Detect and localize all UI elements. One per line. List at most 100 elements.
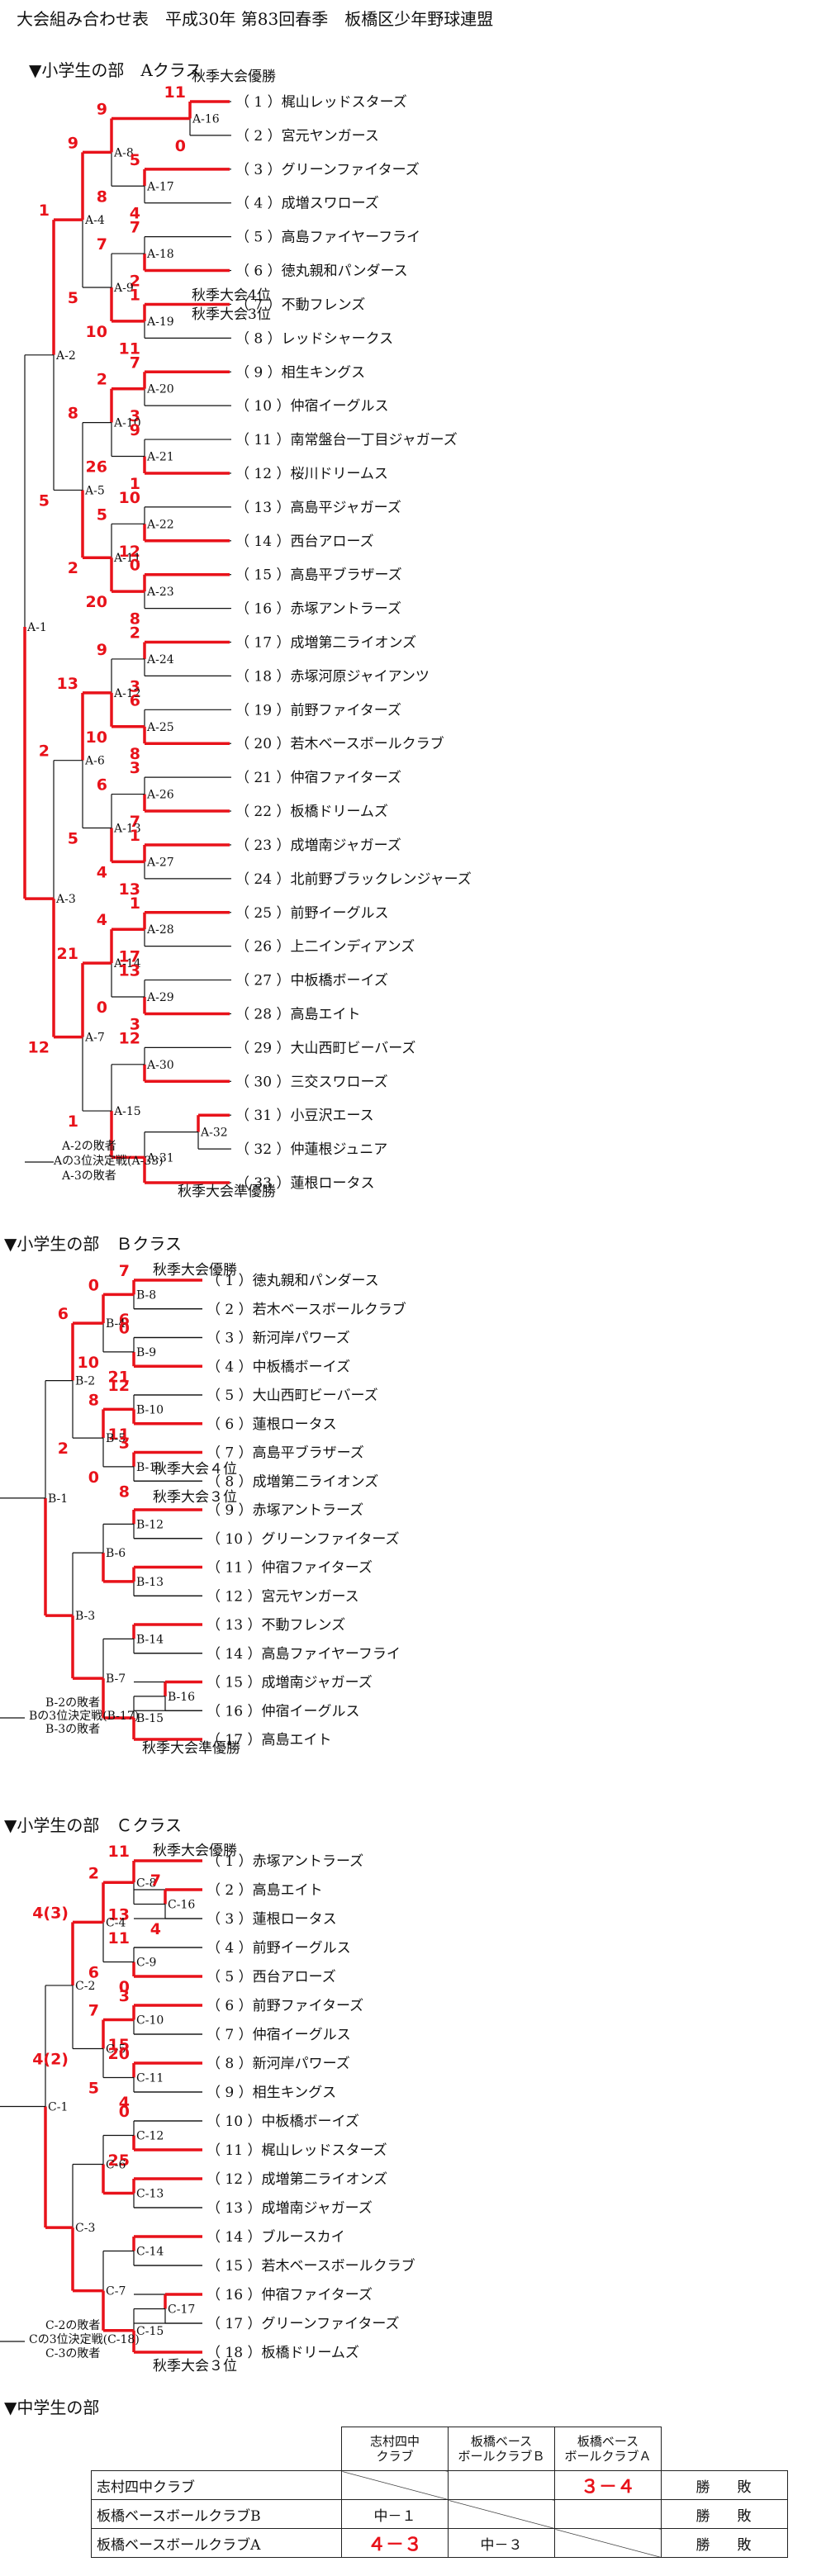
match-code: B-10 — [136, 1403, 164, 1416]
team-label: （ 4 ）中板橋ボーイズ — [206, 1359, 350, 1375]
team-label: （ 7 ）高島平ブラザーズ — [206, 1445, 364, 1462]
match-code: B-16 — [168, 1691, 195, 1704]
score-label: 0 — [119, 1320, 130, 1338]
team-label: （ 1 ）梶山レッドスターズ — [235, 94, 407, 111]
score-label: 5 — [88, 2080, 99, 2098]
team-label: （ 14 ）高島ファイヤーフライ — [206, 1646, 401, 1663]
score-label: 6 — [58, 1305, 69, 1323]
match-code: A-16 — [192, 112, 220, 126]
match-code: A-25 — [146, 721, 174, 734]
match-code: A-31 — [146, 1151, 174, 1165]
team-label: （ 18 ）板橋ドリームズ — [206, 2345, 359, 2361]
score-label: 12 — [28, 1039, 50, 1057]
score-label: 21 — [108, 1368, 130, 1386]
score-label: 1 — [130, 286, 140, 304]
score-label: 17 — [119, 948, 140, 966]
team-label: （ 20 ）若木ベースボールクラブ — [235, 735, 444, 752]
match-code: A-26 — [146, 789, 174, 802]
score-label: 11 — [108, 1929, 130, 1947]
team-label: （ 12 ）成増第二ライオンズ — [206, 2171, 387, 2188]
team-name: 板橋ベースボールクラブA — [91, 2528, 342, 2558]
match-code: C-17 — [168, 2303, 195, 2317]
win-loss: 勝敗 — [661, 2528, 788, 2558]
match-code: B-14 — [136, 1633, 164, 1646]
score-label: 7 — [119, 1262, 130, 1280]
score-label: 7 — [130, 353, 140, 372]
team-label: （ 12 ）宮元ヤンガース — [206, 1588, 359, 1605]
score-label: 8 — [130, 610, 140, 629]
score-label: 11 — [119, 339, 140, 358]
score-label: 20 — [86, 593, 107, 611]
result-cell: ４－３ — [341, 2528, 449, 2558]
score-label: 7 — [97, 235, 107, 254]
team-label: （ 21 ）仲宿ファイターズ — [235, 770, 401, 786]
score-label: 3 — [119, 1435, 130, 1453]
award-note: 秋季大会優勝 — [192, 69, 276, 85]
match-code: B-8 — [136, 1288, 156, 1302]
score-label: 0 — [97, 999, 107, 1017]
team-label: （ 31 ）小豆沢エース — [235, 1108, 374, 1124]
score-label: 3 — [130, 677, 140, 695]
match-code: C-6 — [106, 2159, 126, 2172]
match-code: C-16 — [168, 1899, 195, 1912]
match-code: A-10 — [113, 417, 141, 430]
team-label: （ 2 ）高島エイト — [206, 1882, 323, 1899]
team-label: （ 11 ）仲宿ファイターズ — [206, 1560, 373, 1577]
team-label: （ 12 ）桜川ドリームス — [235, 466, 388, 482]
team-label: （ 33 ）蓮根ロータス — [235, 1175, 374, 1192]
section-heading: ▼小学生の部 Aクラス — [29, 60, 202, 80]
score-label: 5 — [68, 829, 78, 847]
score-label: 1 — [68, 1112, 78, 1131]
match-code: A-2 — [55, 349, 76, 363]
match-code: A-8 — [113, 146, 134, 159]
score-label: 0 — [119, 2103, 130, 2121]
team-label: （ 23 ）成増南ジャガーズ — [235, 837, 401, 854]
score-label: 2 — [58, 1440, 69, 1458]
score-label: 4 — [97, 911, 107, 929]
result-cell: 中－１ — [341, 2499, 449, 2529]
result-cell: 中－３ — [448, 2528, 555, 2558]
score-label: 2 — [130, 624, 140, 643]
team-label: （ 10 ）中板橋ボーイズ — [206, 2113, 359, 2130]
score-label: 21 — [57, 945, 78, 963]
match-code: C-12 — [136, 2130, 164, 2143]
match-code: A-6 — [84, 755, 105, 768]
team-label: （ 3 ）蓮根ロータス — [206, 1911, 337, 1928]
team-label: （ 13 ）成増南ジャガーズ — [206, 2200, 373, 2217]
match-code: C-11 — [136, 2072, 164, 2085]
score-label: 6 — [119, 1311, 130, 1329]
team-label: （ 4 ）前野イーグルス — [206, 1940, 351, 1957]
team-label: （ 13 ）不動フレンズ — [206, 1617, 345, 1634]
match-code: B-3 — [75, 1610, 95, 1623]
team-label: （ 24 ）北前野ブラックレンジャーズ — [235, 871, 472, 888]
team-label: （ 9 ）相生キングス — [206, 2085, 336, 2101]
score-label: 4(2) — [32, 2051, 69, 2069]
team-label: （ 10 ）グリーンファイターズ — [206, 1531, 400, 1548]
team-label: （ 16 ）赤塚アントラーズ — [235, 601, 401, 618]
team-label: （ 2 ）若木ベースボールクラブ — [206, 1301, 406, 1318]
team-label: （ 10 ）仲宿イーグルス — [235, 398, 388, 415]
match-code: A-5 — [84, 484, 105, 497]
col-header: 板橋ベース ボールクラブＢ — [448, 2427, 555, 2471]
match-code: A-4 — [84, 214, 105, 227]
team-label: （ 9 ）赤塚アントラーズ — [206, 1502, 363, 1519]
match-code: B-1 — [48, 1492, 68, 1506]
team-label: （ 5 ）西台アローズ — [206, 1969, 336, 1985]
score-label: 0 — [119, 1978, 130, 1996]
third-place-label: Bの3位決定戦(B-17) — [29, 1710, 139, 1723]
third-place-label: C-3の敗者 — [45, 2347, 100, 2360]
score-label: 0 — [88, 1276, 99, 1294]
match-code: A-13 — [113, 822, 141, 835]
match-code: C-5 — [106, 2043, 126, 2057]
third-place-label: B-3の敗者 — [45, 1723, 100, 1736]
score-label: 3 — [130, 759, 140, 777]
score-label: 5 — [97, 505, 107, 524]
match-code: C-14 — [136, 2246, 164, 2259]
match-code: B-4 — [106, 1317, 126, 1331]
match-code: C-4 — [106, 1916, 126, 1929]
team-label: （ 26 ）上二インディアンズ — [235, 938, 415, 956]
score-label: 9 — [68, 134, 78, 152]
score-label: 5 — [130, 151, 140, 169]
score-label: 4 — [150, 1920, 161, 1938]
team-label: （ 7 ）仲宿イーグルス — [206, 2027, 351, 2043]
